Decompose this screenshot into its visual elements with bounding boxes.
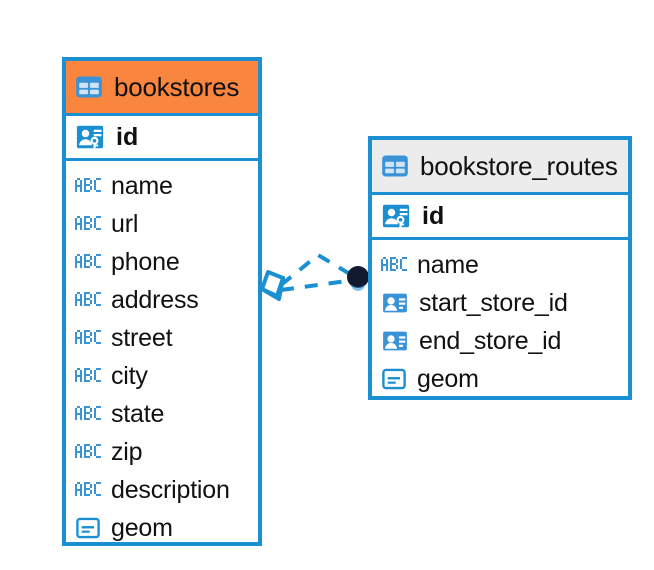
field-row-geom[interactable]: geom [66,509,258,547]
field-label: description [111,475,230,504]
field-row-city[interactable]: city [66,357,258,395]
field-label: geom [111,513,173,542]
field-label: zip [111,437,143,466]
field-list-bookstore-routes: name start_store_id [372,240,628,404]
field-row-phone[interactable]: phone [66,243,258,281]
field-label: start_store_id [419,288,568,317]
field-label: phone [111,247,180,276]
entity-header-bookstores[interactable]: bookstores [66,61,258,113]
entity-header-bookstore-routes[interactable]: bookstore_routes [372,140,628,192]
field-label: city [111,361,148,390]
table-icon [381,152,409,180]
primary-key-icon [381,201,411,231]
field-label: state [111,399,165,428]
endpoint-core [348,267,368,287]
field-row-address[interactable]: address [66,281,258,319]
entity-title-bookstores: bookstores [114,71,240,102]
field-label: street [111,323,173,352]
field-label: end_store_id [419,326,562,355]
table-icon [75,73,103,101]
field-label: name [111,171,173,200]
field-label: geom [417,364,479,393]
abc-text-icon [75,330,101,346]
abc-text-icon [75,292,101,308]
field-row-start-store-id[interactable]: start_store_id [372,284,628,322]
primary-key-row-bookstore-routes[interactable]: id [372,192,628,240]
field-label: url [111,209,139,238]
relationship-line-upper [279,252,357,287]
primary-key-label-bookstores: id [116,122,139,151]
abc-text-icon [75,444,101,460]
primary-key-icon [75,122,105,152]
endpoint-glow [351,277,365,291]
geometry-icon [75,515,101,541]
abc-text-icon [75,216,101,232]
geometry-icon [381,366,407,392]
entity-table-bookstores[interactable]: bookstores id [62,57,262,546]
foreign-key-icon [381,289,409,317]
abc-text-icon [75,406,101,422]
field-row-description[interactable]: description [66,471,258,509]
abc-text-icon [75,482,101,498]
foreign-key-icon [381,327,409,355]
field-row-url[interactable]: url [66,205,258,243]
entity-table-bookstore-routes[interactable]: bookstore_routes id [368,136,632,400]
abc-text-icon [75,178,101,194]
field-row-state[interactable]: state [66,395,258,433]
field-row-zip[interactable]: zip [66,433,258,471]
abc-text-icon [75,254,101,270]
field-row-end-store-id[interactable]: end_store_id [372,322,628,360]
abc-text-icon [75,368,101,384]
field-label: name [417,250,479,279]
field-row-geom[interactable]: geom [372,360,628,398]
filled-circle-marker [347,266,369,288]
primary-key-row-bookstores[interactable]: id [66,113,258,161]
entity-title-bookstore-routes: bookstore_routes [420,150,618,181]
abc-text-icon [381,257,407,273]
field-row-name[interactable]: name [66,167,258,205]
crows-foot-many-marker [260,270,285,301]
field-row-name[interactable]: name [372,246,628,284]
relationship-line-lower [280,278,355,292]
primary-key-label-bookstore-routes: id [422,201,445,230]
field-list-bookstores: name u [66,161,258,553]
field-label: address [111,285,199,314]
field-row-street[interactable]: street [66,319,258,357]
